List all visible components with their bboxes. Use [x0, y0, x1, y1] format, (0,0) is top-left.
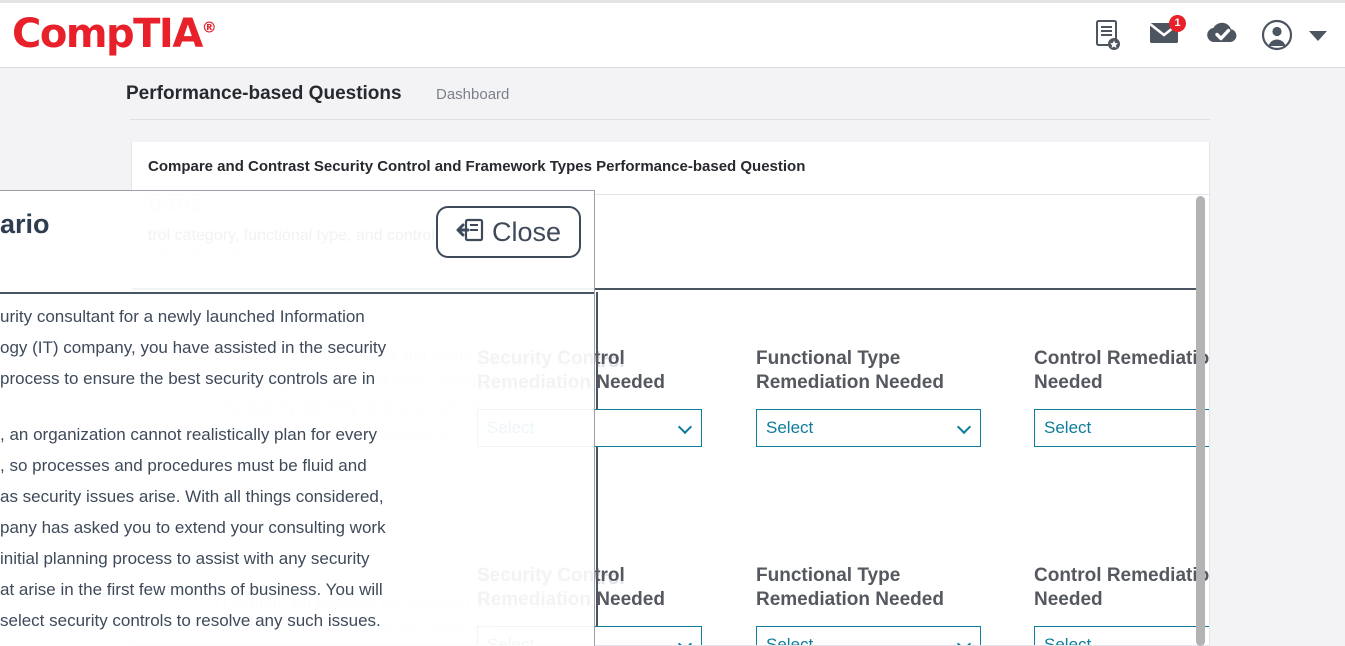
close-button[interactable]: Close: [436, 206, 581, 258]
select-value[interactable]: Select: [1034, 626, 1209, 645]
cloud-check-icon[interactable]: [1205, 19, 1239, 53]
card-title-divider: [132, 194, 1209, 195]
column-label: Functional Type Remediation Needed: [756, 348, 944, 393]
column-control-remediation-2: Control Remediation Needed Select: [1034, 564, 1210, 645]
select-value[interactable]: Select: [756, 626, 981, 645]
page-title: Performance-based Questions: [126, 83, 402, 104]
user-avatar-icon[interactable]: [1261, 19, 1295, 53]
select-functional-type-1[interactable]: Select: [756, 409, 981, 447]
document-badge-icon[interactable]: [1093, 19, 1127, 53]
close-icon: [456, 217, 484, 248]
column-label: Control Remediation Needed: [1034, 348, 1210, 393]
column-label: Control Remediation Needed: [1034, 565, 1210, 610]
scenario-heading: ario: [0, 209, 50, 239]
select-control-remediation-1[interactable]: Select: [1034, 409, 1209, 447]
scenario-paragraph-1: urity consultant for a newly launched In…: [0, 307, 387, 388]
scenario-paragraph-2: , an organization cannot realistically p…: [0, 425, 386, 630]
column-separator: [596, 292, 598, 645]
instructions-divider: [132, 288, 1201, 290]
scenario-overlay-panel: ario Close urity consultant for a newly …: [0, 190, 595, 646]
mail-unread-badge: 1: [1169, 15, 1186, 32]
close-button-label: Close: [491, 216, 562, 247]
breadcrumb-dashboard[interactable]: Dashboard: [436, 86, 510, 103]
column-functional-type-1: Functional Type Remediation Needed Selec…: [756, 347, 991, 447]
select-functional-type-2[interactable]: Select: [756, 626, 981, 645]
top-navigation-bar: CompTIA® 1: [0, 0, 1345, 68]
column-functional-type-2: Functional Type Remediation Needed Selec…: [756, 564, 991, 645]
page-header: Performance-based Questions Dashboard: [126, 78, 1210, 120]
comptia-logo[interactable]: CompTIA®: [12, 11, 217, 57]
chevron-down-icon[interactable]: [1309, 31, 1327, 41]
top-icon-group: 1: [1093, 15, 1327, 53]
scenario-divider: [0, 292, 594, 294]
page-header-divider: [130, 119, 1210, 120]
column-control-remediation-1: Control Remediation Needed Select: [1034, 347, 1210, 447]
question-card-title: Compare and Contrast Security Control an…: [148, 158, 806, 175]
select-control-remediation-2[interactable]: Select: [1034, 626, 1209, 645]
vertical-scrollbar[interactable]: [1196, 196, 1205, 646]
column-label: Functional Type Remediation Needed: [756, 565, 944, 610]
select-value[interactable]: Select: [1034, 409, 1209, 447]
logo-registered-mark: ®: [201, 18, 217, 37]
logo-text: CompTIA: [12, 11, 203, 57]
select-value[interactable]: Select: [756, 409, 981, 447]
mail-icon[interactable]: 1: [1149, 15, 1186, 53]
